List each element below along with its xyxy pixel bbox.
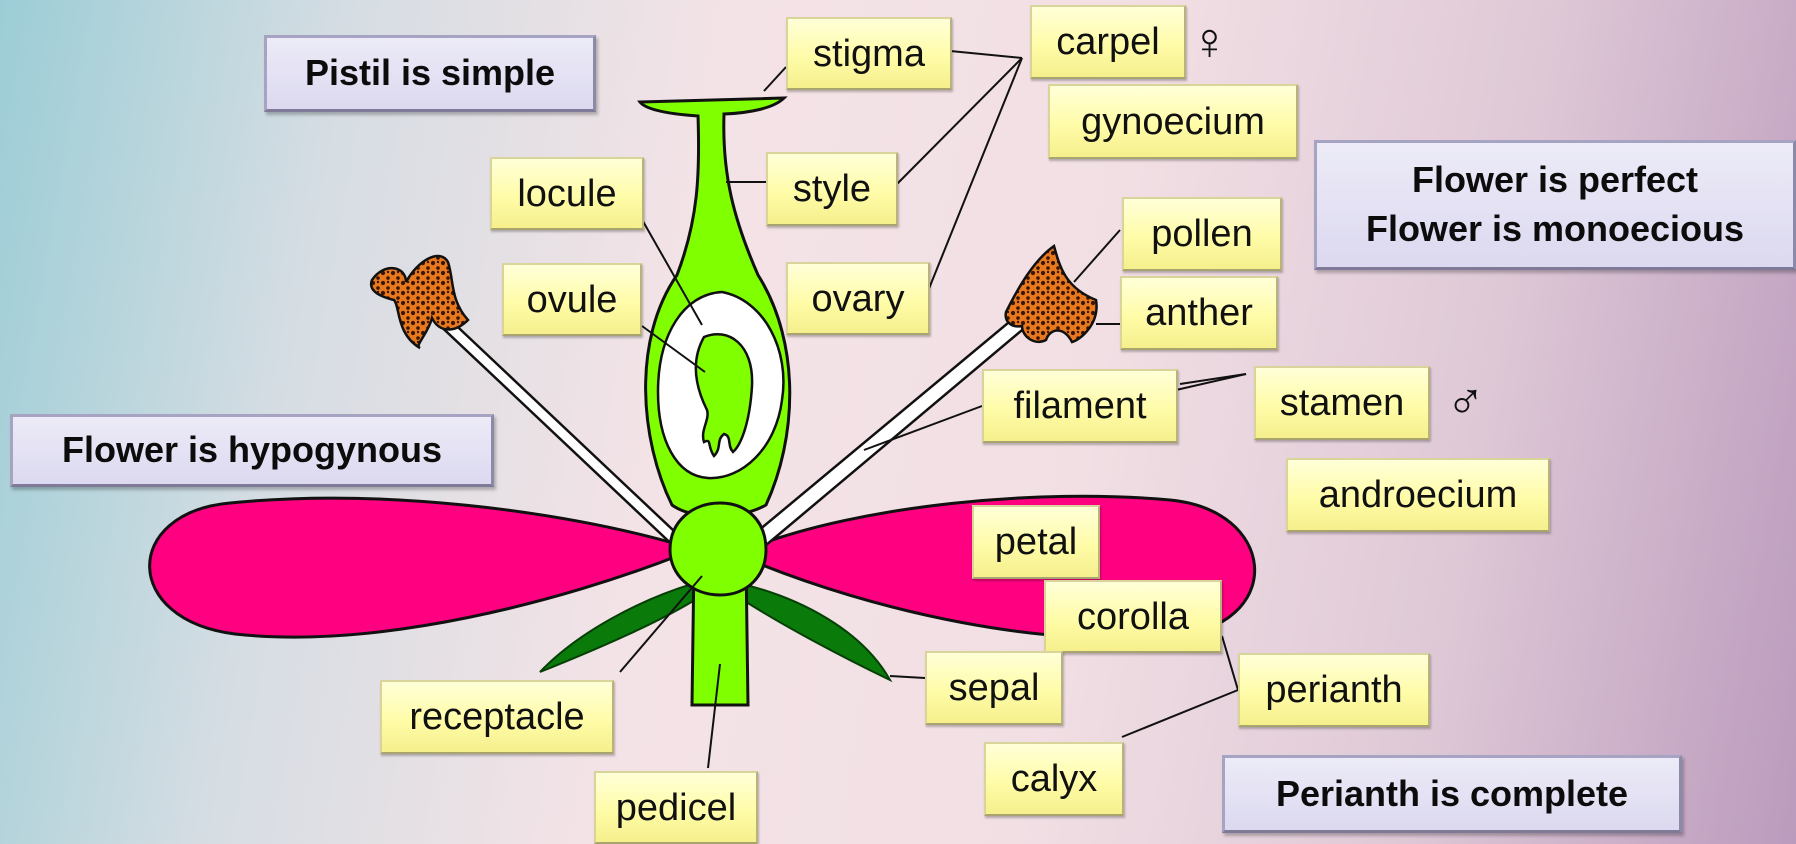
female-symbol: ♀ — [1190, 16, 1229, 68]
left-petal — [150, 498, 680, 637]
statement-pistil-simple: Pistil is simple — [264, 35, 596, 112]
label-gynoecium: gynoecium — [1048, 84, 1298, 159]
label-filament: filament — [982, 369, 1178, 443]
receptacle — [670, 503, 766, 595]
label-pollen: pollen — [1122, 197, 1282, 271]
label-ovule: ovule — [502, 263, 642, 336]
label-anther: anther — [1120, 276, 1278, 350]
label-stigma: stigma — [786, 17, 952, 90]
statement-monoecious-text: Flower is monoecious — [1366, 205, 1744, 254]
label-stamen: stamen — [1254, 366, 1430, 440]
statement-pistil-text: Pistil is simple — [305, 49, 555, 98]
label-style: style — [766, 152, 898, 226]
label-corolla: corolla — [1044, 580, 1222, 653]
label-androecium: androecium — [1286, 458, 1550, 532]
label-perianth: perianth — [1238, 653, 1430, 727]
label-ovary: ovary — [786, 262, 930, 335]
label-receptacle: receptacle — [380, 680, 614, 754]
statement-flower-perfect-monoecious: Flower is perfect Flower is monoecious — [1314, 140, 1796, 270]
label-carpel: carpel — [1030, 5, 1186, 79]
label-locule: locule — [490, 157, 644, 230]
right-anther — [1006, 246, 1097, 342]
label-calyx: calyx — [984, 742, 1124, 816]
statement-perianth-complete: Perianth is complete — [1222, 755, 1682, 833]
statement-perfect-text: Flower is perfect — [1412, 156, 1698, 205]
label-pedicel: pedicel — [594, 771, 758, 844]
left-sepal — [540, 584, 698, 672]
label-petal: petal — [972, 505, 1100, 579]
statement-flower-hypogynous: Flower is hypogynous — [10, 414, 494, 487]
label-sepal: sepal — [925, 651, 1063, 725]
statement-hypogynous-text: Flower is hypogynous — [62, 426, 442, 475]
male-symbol: ♂ — [1446, 376, 1485, 428]
statement-perianth-text: Perianth is complete — [1276, 770, 1628, 819]
